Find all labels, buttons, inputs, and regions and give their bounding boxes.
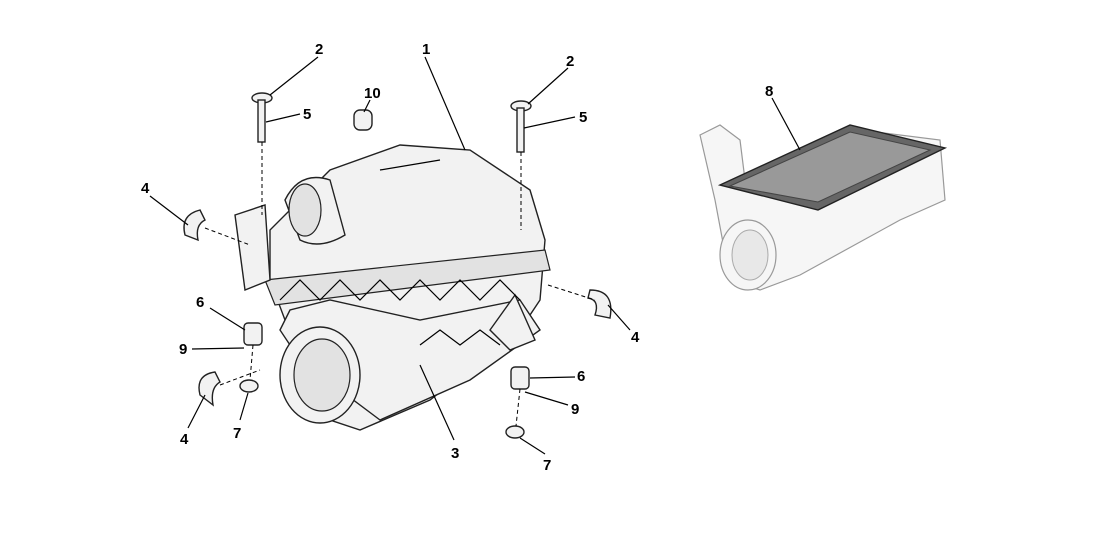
grommet-10: [353, 109, 373, 131]
mount-6-left: [243, 322, 263, 346]
callout-6-left: 6: [196, 294, 204, 311]
clip-4-right: [587, 289, 612, 319]
bolt-left: [251, 92, 273, 143]
callout-9-right: 9: [571, 401, 579, 418]
callout-9-left: 9: [179, 341, 187, 358]
callout-1: 1: [422, 41, 430, 58]
leader-lines: [149, 56, 801, 455]
air-cleaner-housing-assembly: [234, 144, 551, 431]
callout-10: 10: [364, 85, 381, 102]
washer-7-right: [505, 425, 525, 439]
air-filter-element-view: [699, 124, 948, 291]
bolt-right: [510, 100, 532, 153]
callout-6-right: 6: [577, 368, 585, 385]
callout-4-bottom: 4: [180, 431, 189, 448]
clip-4-left: [183, 209, 206, 242]
callout-4-left: 4: [141, 180, 150, 197]
callout-3: 3: [451, 445, 459, 462]
callout-5-right: 5: [579, 109, 587, 126]
washer-7-left: [239, 379, 259, 393]
mount-6-right: [510, 366, 530, 390]
callout-8: 8: [765, 83, 773, 100]
callout-5-left: 5: [303, 106, 311, 123]
callout-7-right: 7: [543, 457, 551, 474]
callout-2-left: 2: [315, 41, 323, 58]
callout-4-right: 4: [631, 329, 640, 346]
callout-7-left: 7: [233, 425, 241, 442]
callout-2-right: 2: [566, 53, 574, 70]
